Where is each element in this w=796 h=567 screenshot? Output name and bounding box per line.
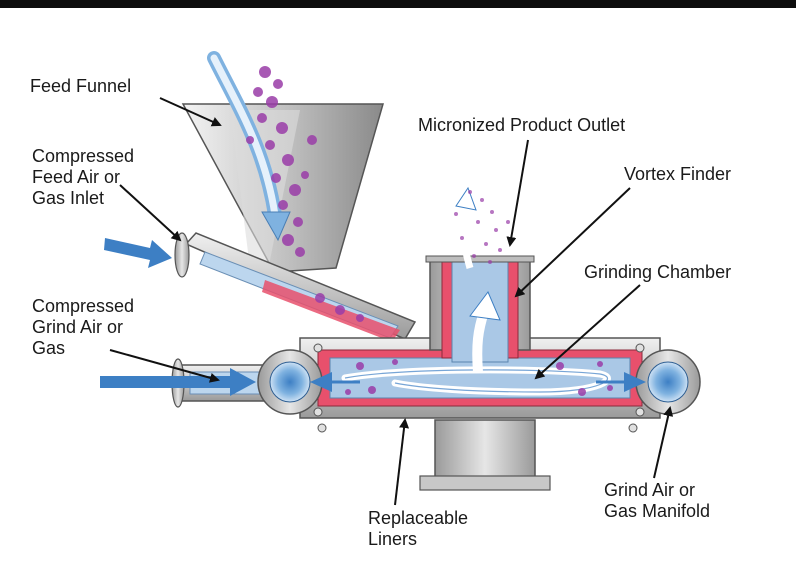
label-micronized-outlet: Micronized Product Outlet xyxy=(418,115,626,135)
label-vortex-finder: Vortex Finder xyxy=(624,164,732,184)
feed-air-arrow xyxy=(104,238,172,268)
upward-flow-arrow xyxy=(455,186,501,373)
chamber-particles xyxy=(345,359,613,396)
manifold-left xyxy=(257,349,323,415)
leader-manifold xyxy=(653,406,674,479)
leader-outlet xyxy=(506,139,529,247)
leader-liners xyxy=(394,418,410,506)
top-border-bar xyxy=(0,0,796,8)
leader-feed-air xyxy=(119,184,182,242)
support-base xyxy=(419,419,551,491)
label-compressed-grind-air: Compressed Grind Air or Gas xyxy=(32,296,135,358)
feed-inlet-pipe xyxy=(174,232,417,342)
label-feed-funnel: Feed Funnel xyxy=(30,76,132,96)
leader-grind-air xyxy=(109,349,220,383)
grind-air-arrow xyxy=(100,368,256,396)
feed-particles xyxy=(246,66,364,322)
leader-lines xyxy=(109,97,674,506)
outlet-fines xyxy=(454,190,510,264)
label-replaceable-liners: Replaceable Liners xyxy=(368,508,469,549)
label-grinding-chamber: Grinding Chamber xyxy=(584,262,732,282)
leader-grinding-chamber xyxy=(534,284,641,380)
manifold-right xyxy=(635,349,701,415)
label-compressed-feed-air: Compressed Feed Air or Gas Inlet xyxy=(32,146,135,208)
leader-vortex xyxy=(514,187,631,298)
label-grind-air-manifold: Grind Air or Gas Manifold xyxy=(604,480,711,521)
bolts xyxy=(313,343,645,433)
grinding-swirl xyxy=(310,366,646,396)
leader-feed-funnel xyxy=(159,97,222,127)
feed-flow-arrow xyxy=(207,51,291,242)
